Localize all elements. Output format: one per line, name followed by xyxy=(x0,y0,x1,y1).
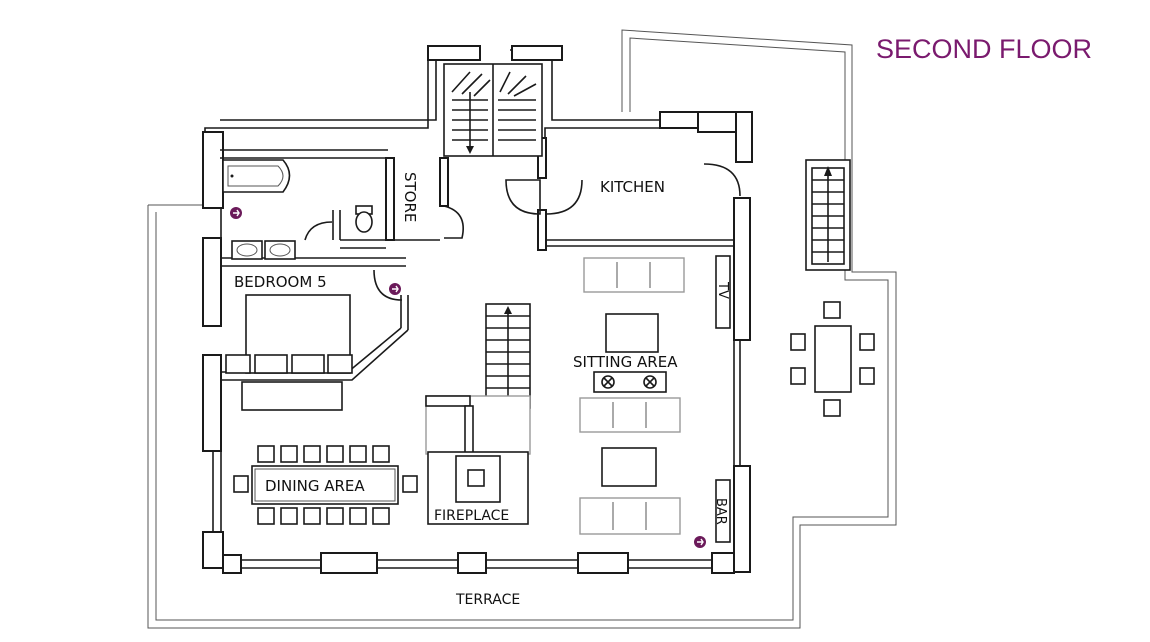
store-label: STORE xyxy=(401,172,419,222)
main-staircase xyxy=(443,63,543,157)
doors xyxy=(304,163,741,301)
exterior-staircase xyxy=(805,159,851,271)
bed xyxy=(225,294,353,411)
floor-title: SECOND FLOOR xyxy=(876,34,1092,64)
terrace-table-set xyxy=(790,301,875,417)
bedroom-label: BEDROOM 5 xyxy=(234,273,327,291)
walls xyxy=(202,45,753,574)
bar-label: BAR xyxy=(713,498,728,525)
dining-set xyxy=(233,445,418,525)
kitchen-label: KITCHEN xyxy=(600,178,665,196)
fireplace-label: FIREPLACE xyxy=(434,508,509,524)
terrace-label: TERRACE xyxy=(455,592,520,608)
interior-staircase xyxy=(485,303,531,409)
bathroom-fixtures xyxy=(222,159,373,260)
sitting-area-label: SITTING AREA xyxy=(573,353,678,371)
sitting-furniture xyxy=(579,255,731,543)
fireplace xyxy=(425,395,531,525)
arrow-circle-icon xyxy=(230,207,706,548)
tv-label: TV xyxy=(715,281,730,299)
terrace-outline xyxy=(147,29,897,629)
dining-area-label: DINING AREA xyxy=(265,477,365,495)
